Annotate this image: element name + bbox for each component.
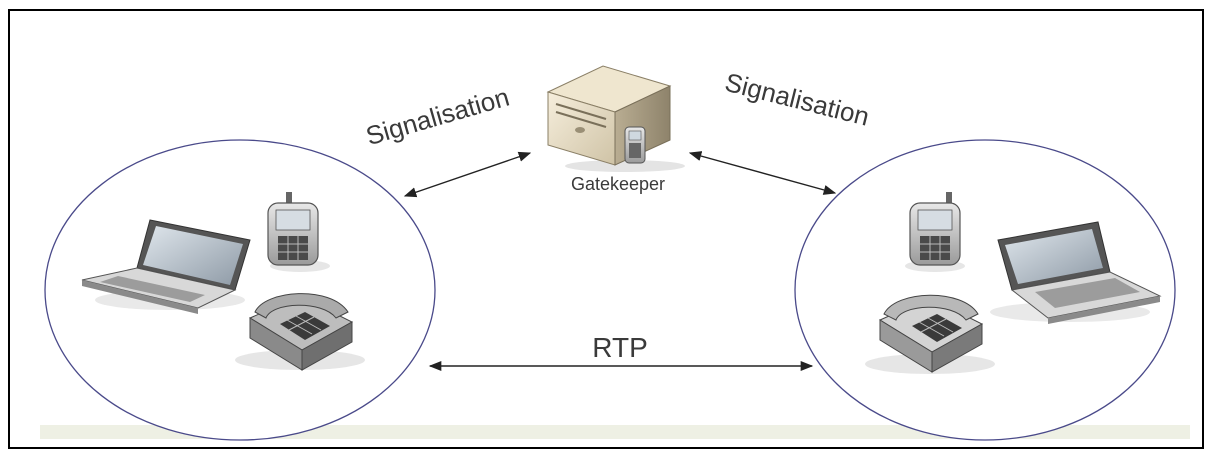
signal-arrow-left: [403, 151, 532, 198]
desk-phone-icon: [235, 293, 365, 371]
laptop-icon: [81, 219, 251, 314]
mobile-phone-icon: [267, 192, 330, 272]
mobile-phone-icon: [905, 192, 965, 272]
gatekeeper-label: Gatekeeper: [571, 174, 665, 194]
desk-phone-icon: [865, 294, 995, 374]
signal-arrow-right: [688, 151, 837, 195]
ground-band: [40, 425, 1190, 439]
server-icon: [546, 65, 685, 172]
rtp-label: RTP: [592, 332, 648, 363]
laptop-icon: [990, 221, 1162, 324]
